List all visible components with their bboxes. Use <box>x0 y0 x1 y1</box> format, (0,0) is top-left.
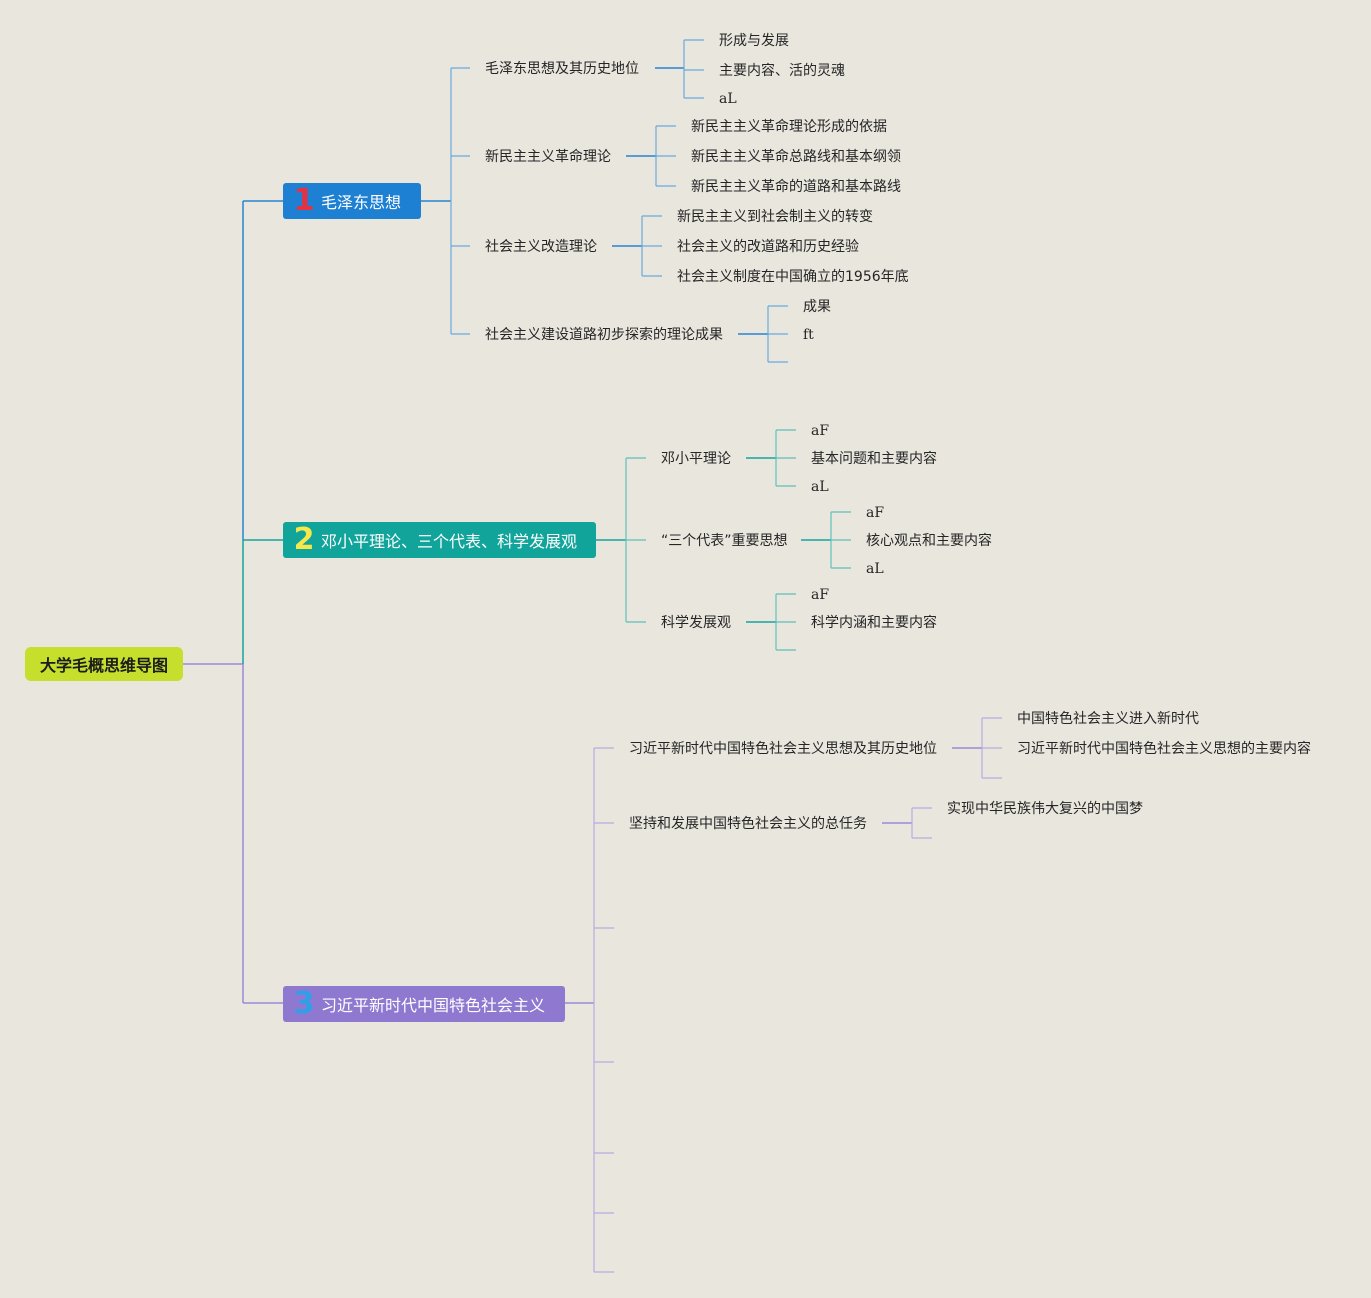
branch-number-3: 3 <box>293 986 315 1021</box>
leaf-node[interactable]: aL <box>866 561 884 577</box>
topic-node[interactable]: 科学发展观 <box>661 615 731 631</box>
topic-node[interactable]: “三个代表”重要思想 <box>661 533 788 549</box>
leaf-node[interactable]: 形成与发展 <box>719 33 789 49</box>
leaf-node[interactable]: aF <box>866 505 885 521</box>
topic-node[interactable]: 毛泽东思想及其历史地位 <box>485 61 639 77</box>
topic-node[interactable]: 社会主义改造理论 <box>485 239 597 255</box>
branch-number-2: 2 <box>293 522 315 557</box>
leaf-node[interactable]: 基本问题和主要内容 <box>811 451 937 467</box>
leaf-node[interactable]: aL <box>719 91 737 107</box>
leaf-node[interactable]: aF <box>811 587 830 603</box>
leaf-node[interactable]: 社会主义制度在中国确立的1956年底 <box>677 269 909 285</box>
leaf-node[interactable]: 习近平新时代中国特色社会主义思想的主要内容 <box>1017 741 1311 757</box>
root-node[interactable]: 大学毛概思维导图 <box>25 647 183 681</box>
branch-mao-zedong-thought[interactable]: 1 毛泽东思想 <box>283 183 421 219</box>
leaf-node[interactable]: aF <box>811 423 830 439</box>
leaf-node[interactable]: ft <box>803 327 814 343</box>
topic-node[interactable]: 习近平新时代中国特色社会主义思想及其历史地位 <box>629 741 937 757</box>
leaf-node[interactable]: 社会主义的改道路和历史经验 <box>677 239 859 255</box>
leaf-node[interactable]: 成果 <box>803 299 831 315</box>
branch-number-1: 1 <box>293 183 315 218</box>
branch-xi-thought[interactable]: 3 习近平新时代中国特色社会主义 <box>283 986 565 1022</box>
branch-label: 习近平新时代中国特色社会主义 <box>321 996 546 1015</box>
branch-label: 毛泽东思想 <box>321 193 402 212</box>
branch-label: 邓小平理论、三个代表、科学发展观 <box>321 532 578 551</box>
leaf-node[interactable]: 新民主主义革命总路线和基本纲领 <box>691 149 901 165</box>
topic-node[interactable]: 社会主义建设道路初步探索的理论成果 <box>485 327 723 343</box>
leaf-node[interactable]: 新民主主义革命的道路和基本路线 <box>691 179 901 195</box>
leaf-node[interactable]: 实现中华民族伟大复兴的中国梦 <box>947 801 1143 817</box>
branch-deng-theory[interactable]: 2 邓小平理论、三个代表、科学发展观 <box>283 522 596 558</box>
leaf-node[interactable]: 主要内容、活的灵魂 <box>719 63 845 79</box>
leaf-node[interactable]: 新民主主义革命理论形成的依据 <box>691 119 887 135</box>
leaf-node[interactable]: 中国特色社会主义进入新时代 <box>1017 711 1199 727</box>
topic-node[interactable]: 新民主主义革命理论 <box>485 149 611 165</box>
leaf-node[interactable]: aL <box>811 479 829 495</box>
topic-node[interactable]: 邓小平理论 <box>661 451 731 467</box>
leaf-node[interactable]: 新民主主义到社会制主义的转变 <box>677 209 873 225</box>
leaf-node[interactable]: 科学内涵和主要内容 <box>811 615 937 631</box>
leaf-node[interactable]: 核心观点和主要内容 <box>866 533 992 549</box>
topic-node[interactable]: 坚持和发展中国特色社会主义的总任务 <box>629 816 867 832</box>
